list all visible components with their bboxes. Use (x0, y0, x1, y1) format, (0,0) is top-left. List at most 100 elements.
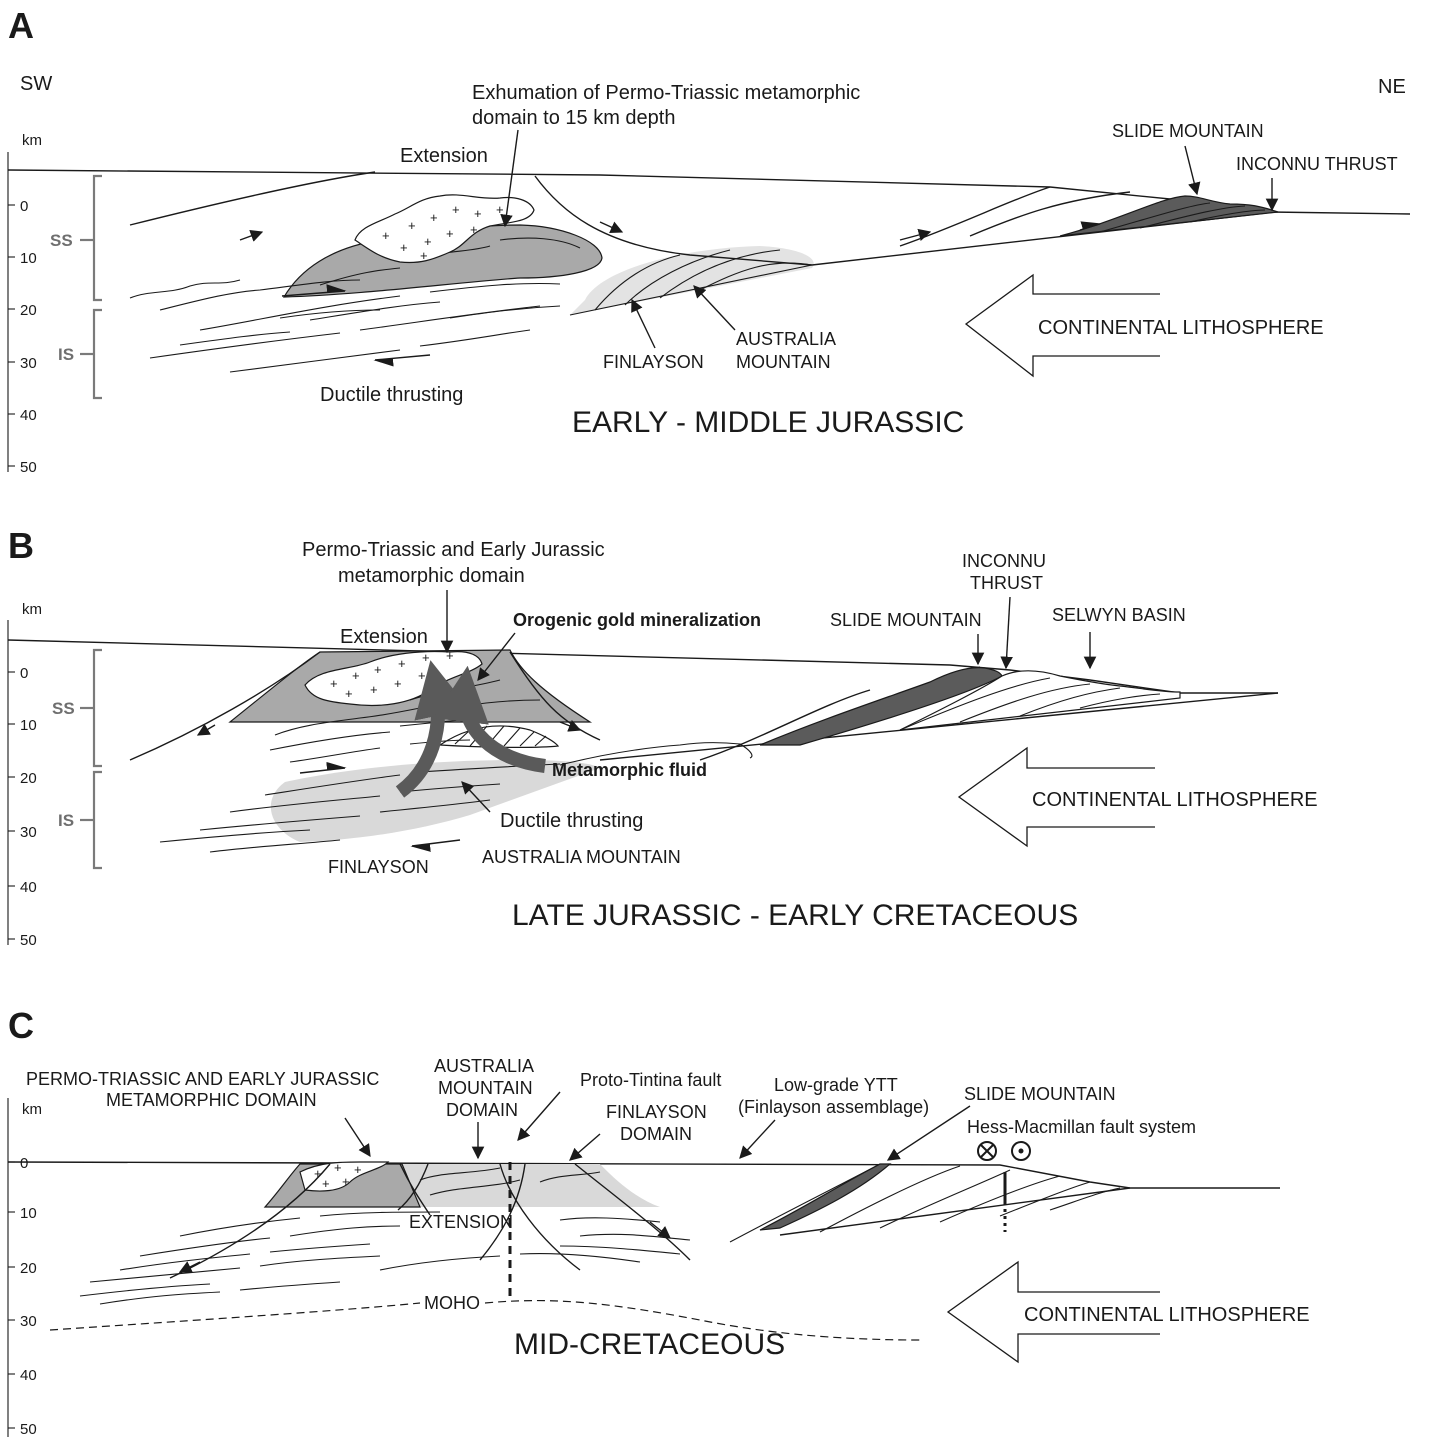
exhumation-label: domain to 15 km depth (472, 107, 675, 129)
svg-text:+: + (322, 1176, 330, 1191)
australia-label: AUSTRALIA (736, 329, 836, 349)
tick: 50 (20, 932, 37, 949)
tick: 30 (20, 355, 37, 372)
panel-title-a: EARLY - MIDDLE JURASSIC (572, 406, 964, 439)
km-label: km (22, 1101, 42, 1118)
domain-label: Permo-Triassic and Early Jurassic (302, 539, 605, 561)
svg-text:+: + (342, 1174, 350, 1189)
ss-label: SS (52, 699, 75, 718)
domain-label: metamorphic domain (338, 565, 525, 587)
listric-fault-ne (575, 1164, 690, 1260)
svg-text:+: + (345, 686, 353, 701)
tick: 40 (20, 879, 37, 896)
svg-text:+: + (422, 650, 430, 665)
slide-mountain-label: SLIDE MOUNTAIN (964, 1084, 1116, 1104)
ytt-label: Low-grade YTT (774, 1075, 898, 1095)
panel-letter-c: C (8, 1005, 34, 1046)
tick: 0 (20, 198, 28, 215)
australia-domain-label: AUSTRALIA (434, 1056, 534, 1076)
svg-text:+: + (470, 222, 478, 237)
svg-text:+: + (424, 234, 432, 249)
inconnu-label: INCONNU (962, 551, 1046, 571)
ytt-label: (Finlayson assemblage) (738, 1097, 929, 1117)
km-label: km (22, 601, 42, 618)
inconnu-thrust-label: INCONNU THRUST (1236, 154, 1398, 174)
moho-line (50, 1301, 920, 1340)
crust-brackets-a: SS IS (50, 176, 102, 398)
panel-c: C km 0 10 20 30 40 50 +++++ (8, 1005, 1310, 1437)
inconnu-label: THRUST (970, 573, 1043, 593)
tick: 50 (20, 1421, 37, 1437)
panel-title-c: MID-CRETACEOUS (514, 1328, 785, 1361)
tick: 30 (20, 824, 37, 841)
depth-scale-b: km 0 10 20 30 40 50 (8, 601, 42, 949)
svg-text:+: + (352, 668, 360, 683)
sw-label: SW (20, 73, 52, 95)
is-label: IS (58, 345, 74, 364)
tick: 50 (20, 459, 37, 476)
panel-title-b: LATE JURASSIC - EARLY CRETACEOUS (512, 899, 1078, 932)
domain-label: PERMO-TRIASSIC AND EARLY JURASSIC (26, 1069, 379, 1089)
finlayson-domain-label: DOMAIN (620, 1124, 692, 1144)
proto-tintina-label: Proto-Tintina fault (580, 1070, 721, 1090)
slide-mountain-label: SLIDE MOUNTAIN (830, 610, 982, 630)
svg-text:+: + (496, 202, 504, 217)
finlayson-label: FINLAYSON (603, 352, 704, 372)
australia-label: AUSTRALIA MOUNTAIN (482, 847, 681, 867)
moho-label: MOHO (424, 1293, 480, 1313)
ss-label: SS (50, 231, 73, 250)
extension-label: Extension (340, 626, 428, 648)
svg-text:+: + (420, 248, 428, 263)
finlayson-domain-label: FINLAYSON (606, 1102, 707, 1122)
tick: 10 (20, 1205, 37, 1222)
ductile-label: Ductile thrusting (320, 384, 463, 406)
continental-label: CONTINENTAL LITHOSPHERE (1032, 789, 1318, 811)
panel-b: B km 0 10 20 30 40 50 SS IS + + + + + + (8, 525, 1318, 949)
fluid-label: Metamorphic fluid (552, 760, 707, 780)
basal-decollement (600, 693, 1278, 760)
svg-text:+: + (398, 656, 406, 671)
tick: 20 (20, 770, 37, 787)
light-grey-domain (570, 246, 814, 315)
depth-scale-a: km 0 10 20 30 40 50 (8, 132, 42, 476)
crust-brackets-b: SS IS (52, 650, 102, 868)
tick: 0 (20, 1155, 28, 1172)
tick: 40 (20, 407, 37, 424)
svg-text:+: + (370, 682, 378, 697)
svg-text:+: + (330, 676, 338, 691)
ne-label: NE (1378, 76, 1406, 98)
svg-text:+: + (418, 668, 426, 683)
panel-letter-a: A (8, 5, 34, 46)
tick: 20 (20, 302, 37, 319)
km-label: km (22, 132, 42, 149)
svg-text:+: + (374, 662, 382, 677)
selwyn-label: SELWYN BASIN (1052, 605, 1186, 625)
continental-label: CONTINENTAL LITHOSPHERE (1024, 1304, 1310, 1326)
is-label: IS (58, 811, 74, 830)
svg-text:+: + (408, 218, 416, 233)
australia-domain-label: MOUNTAIN (438, 1078, 533, 1098)
strike-slip-symbols (978, 1142, 1030, 1160)
panel-letter-b: B (8, 525, 34, 566)
slide-mountain-sheets (1060, 196, 1278, 236)
svg-text:+: + (400, 240, 408, 255)
svg-text:+: + (314, 1166, 322, 1181)
tick: 30 (20, 1313, 37, 1330)
domain-label: METAMORPHIC DOMAIN (106, 1090, 317, 1110)
ductile-label: Ductile thrusting (500, 810, 643, 832)
thrust (900, 187, 1050, 246)
listric-fault-sw (130, 172, 375, 225)
panel-a: A SW NE km 0 10 20 30 40 50 SS IS (8, 5, 1410, 476)
svg-text:+: + (474, 206, 482, 221)
tick: 10 (20, 250, 37, 267)
tick: 10 (20, 717, 37, 734)
finlayson-label: FINLAYSON (328, 857, 429, 877)
svg-text:+: + (452, 202, 460, 217)
extension-label: EXTENSION (409, 1212, 513, 1232)
svg-text:+: + (354, 1162, 362, 1177)
svg-text:+: + (334, 1160, 342, 1175)
extension-label: Extension (400, 145, 488, 167)
exhumation-label: Exhumation of Permo-Triassic metamorphic (472, 82, 860, 104)
ductile-lines (80, 1212, 690, 1304)
